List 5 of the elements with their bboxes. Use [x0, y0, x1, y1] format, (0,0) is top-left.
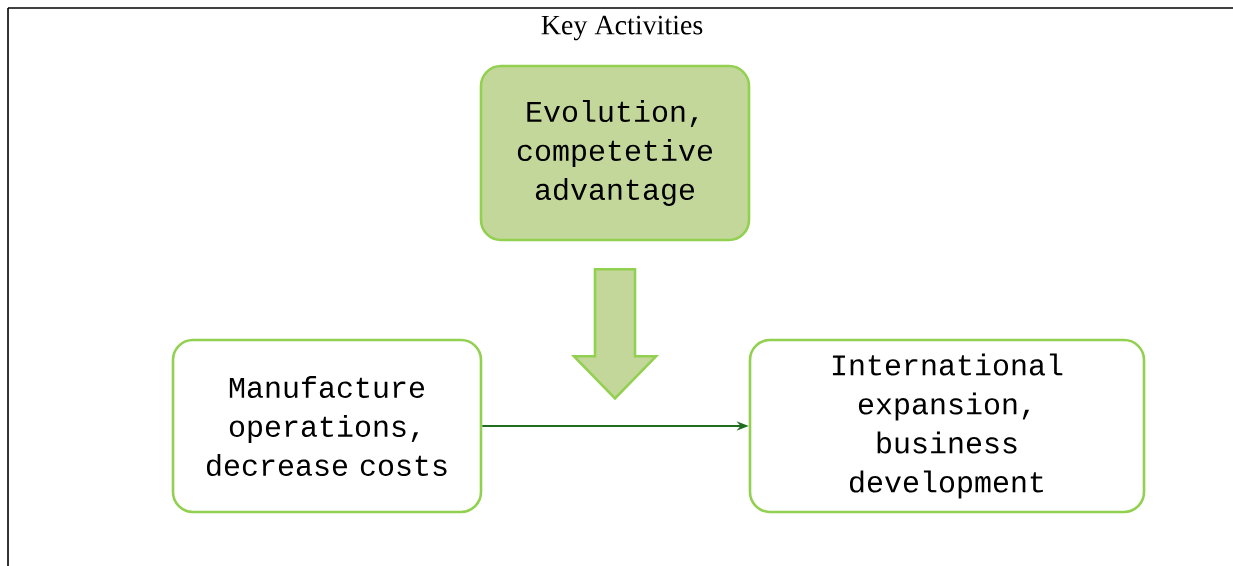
- process-box: Manufacture operations, decrease costs: [171, 338, 483, 514]
- title: Key Activities: [541, 15, 703, 41]
- block-arrow: [570, 268, 660, 401]
- process-box: Evolution, competetive advantage: [479, 64, 751, 242]
- process-box: International expansion, business development: [748, 338, 1146, 514]
